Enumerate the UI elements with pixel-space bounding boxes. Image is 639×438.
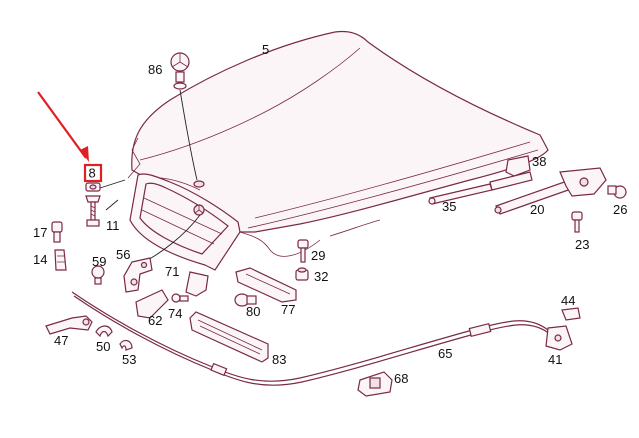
part-68-cable-clamp[interactable] [357, 371, 393, 397]
part-label-20[interactable]: 20 [530, 202, 544, 217]
part-17-screw[interactable] [51, 221, 63, 243]
part-label-32[interactable]: 32 [314, 269, 328, 284]
part-label-29[interactable]: 29 [311, 248, 325, 263]
hood-star-ornament[interactable] [170, 52, 190, 90]
radiator-grille-shell[interactable] [129, 173, 241, 271]
part-label-41[interactable]: 41 [548, 352, 562, 367]
part-label-68[interactable]: 68 [394, 371, 408, 386]
part-label-47[interactable]: 47 [54, 333, 68, 348]
part-label-44[interactable]: 44 [561, 293, 575, 308]
part-59-bolt[interactable] [91, 265, 105, 285]
part-53-clip[interactable] [119, 339, 133, 351]
part-label-53[interactable]: 53 [122, 352, 136, 367]
part-83-grille-trim[interactable] [189, 311, 269, 363]
part-8-nut[interactable] [85, 182, 101, 192]
part-label-65[interactable]: 65 [438, 346, 452, 361]
part-label-8[interactable]: 8 [89, 166, 96, 181]
part-label-35[interactable]: 35 [442, 199, 456, 214]
part-14-clip[interactable] [54, 249, 67, 271]
part-11-bolt[interactable] [85, 195, 101, 227]
part-label-71[interactable]: 71 [165, 264, 179, 279]
grille-star-emblem [193, 204, 205, 216]
part-label-23[interactable]: 23 [575, 237, 589, 252]
part-65-release-cable[interactable] [71, 291, 551, 386]
part-label-11[interactable]: 11 [106, 218, 120, 233]
part-label-5[interactable]: 5 [262, 42, 269, 57]
part-29-bolt[interactable] [297, 239, 309, 263]
part-label-86[interactable]: 86 [148, 62, 162, 77]
part-label-83[interactable]: 83 [272, 352, 286, 367]
part-label-74[interactable]: 74 [168, 306, 182, 321]
part-label-56[interactable]: 56 [116, 247, 130, 262]
part-62-bracket[interactable] [135, 289, 169, 319]
part-label-80[interactable]: 80 [246, 304, 260, 319]
part-35-gas-strut[interactable] [428, 171, 533, 205]
part-20-hinge-arm[interactable] [494, 167, 607, 215]
part-80-grommet[interactable] [234, 293, 257, 307]
part-label-62[interactable]: 62 [148, 313, 162, 328]
part-label-14[interactable]: 14 [33, 252, 47, 267]
part-label-77[interactable]: 77 [281, 302, 295, 317]
part-56-latch[interactable] [123, 257, 153, 293]
part-38-bracket[interactable] [505, 155, 531, 177]
red-pointer-arrow [37, 91, 89, 162]
part-77-trim-strip[interactable] [235, 267, 297, 303]
part-71-catch[interactable] [185, 271, 209, 297]
part-label-50[interactable]: 50 [96, 339, 110, 354]
part-41-latch-handle[interactable] [545, 325, 573, 351]
part-8-highlight-box [83, 163, 103, 183]
part-44-clip[interactable] [561, 307, 581, 321]
part-50-clip[interactable] [95, 325, 113, 338]
part-32-nut[interactable] [295, 267, 309, 281]
part-label-26[interactable]: 26 [613, 202, 627, 217]
part-26-nut[interactable] [607, 185, 627, 199]
part-23-bolt[interactable] [571, 211, 583, 233]
part-74-bumper[interactable] [171, 293, 189, 303]
part-47-release-lever[interactable] [45, 315, 93, 335]
part-label-17[interactable]: 17 [33, 225, 47, 240]
part-label-38[interactable]: 38 [532, 154, 546, 169]
part-label-59[interactable]: 59 [92, 254, 106, 269]
